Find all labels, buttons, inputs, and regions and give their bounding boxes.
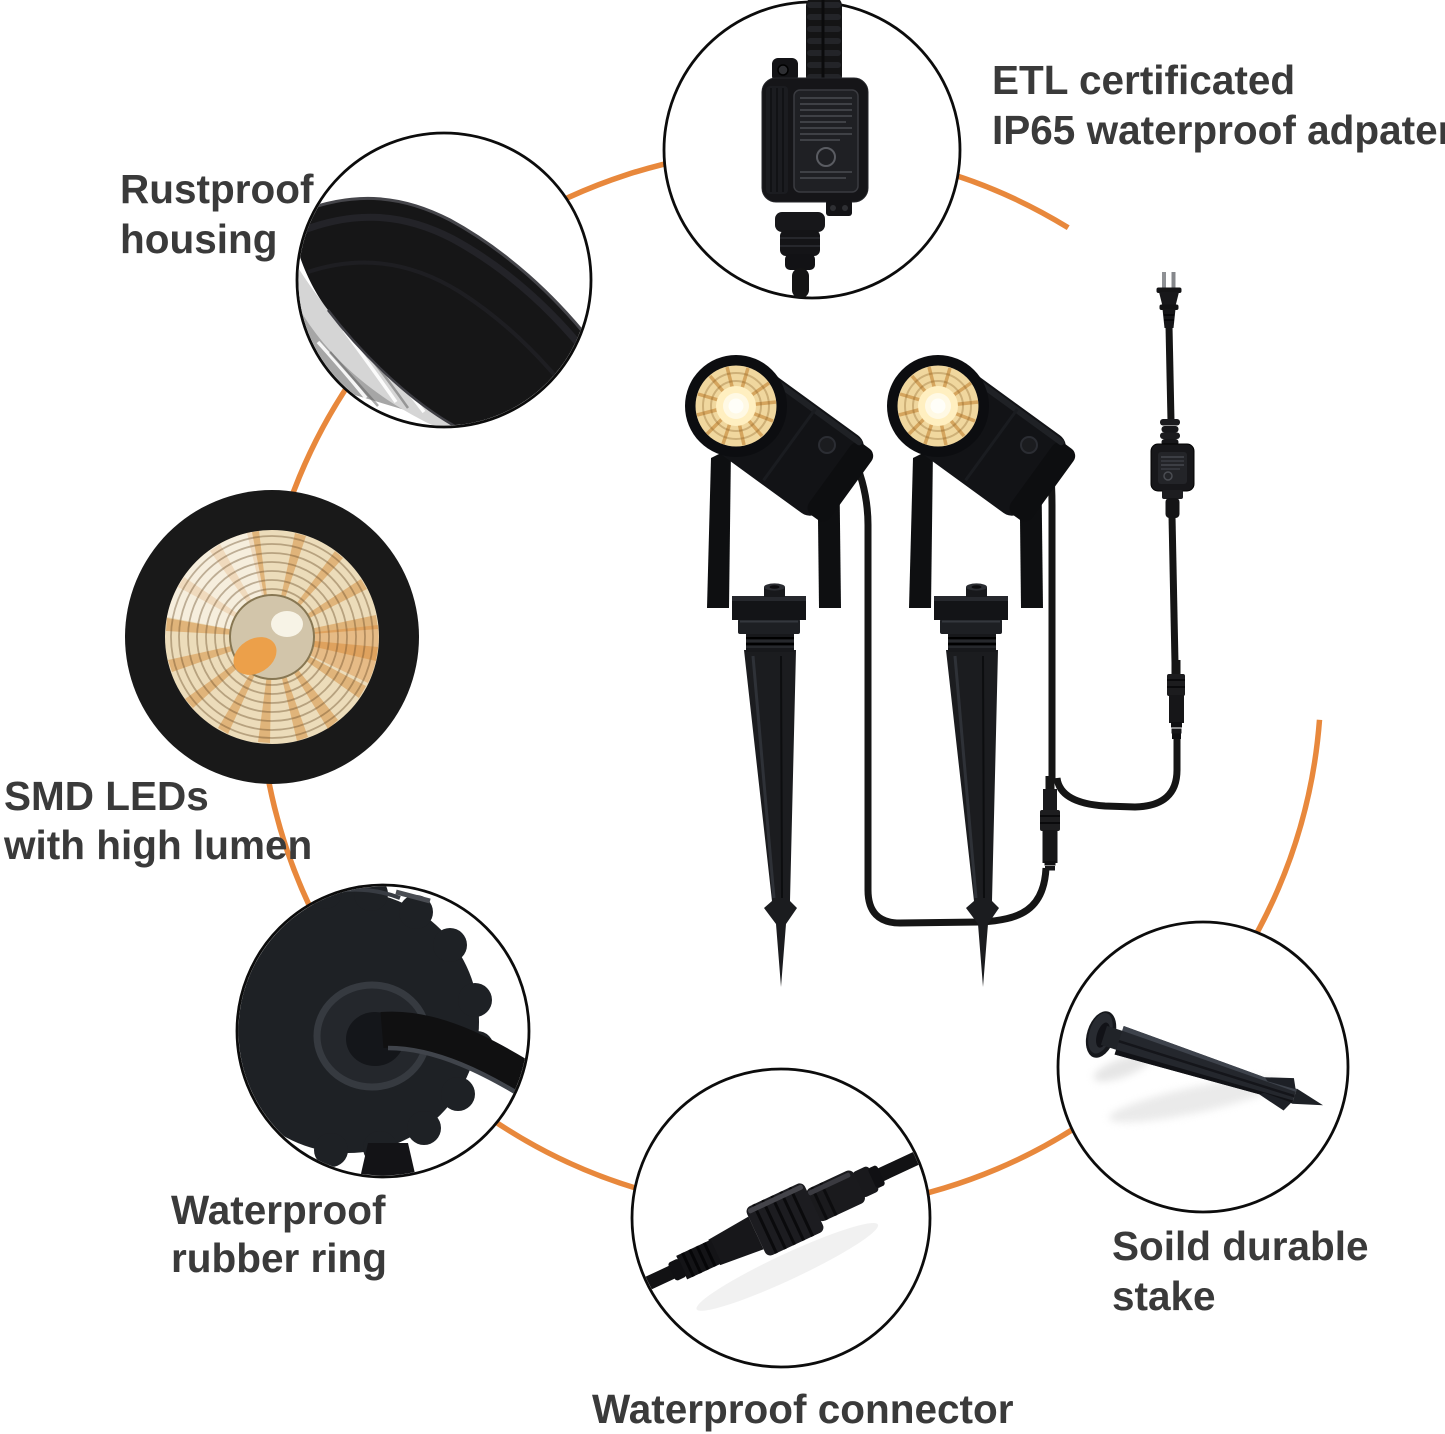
svg-text:Rustproof: Rustproof <box>120 166 314 212</box>
svg-text:ETL certificated: ETL certificated <box>992 57 1295 103</box>
svg-text:Waterproof: Waterproof <box>171 1187 386 1233</box>
svg-text:SMD LEDs: SMD LEDs <box>4 773 209 819</box>
svg-text:IP65 waterproof adpater: IP65 waterproof adpater <box>992 107 1445 153</box>
svg-text:with high lumen: with high lumen <box>3 822 312 868</box>
svg-text:housing: housing <box>120 216 277 262</box>
svg-text:Waterproof connector: Waterproof connector <box>592 1386 1014 1432</box>
svg-text:stake: stake <box>1112 1273 1216 1319</box>
svg-text:rubber ring: rubber ring <box>171 1235 387 1281</box>
svg-text:Soild durable: Soild durable <box>1112 1223 1369 1269</box>
